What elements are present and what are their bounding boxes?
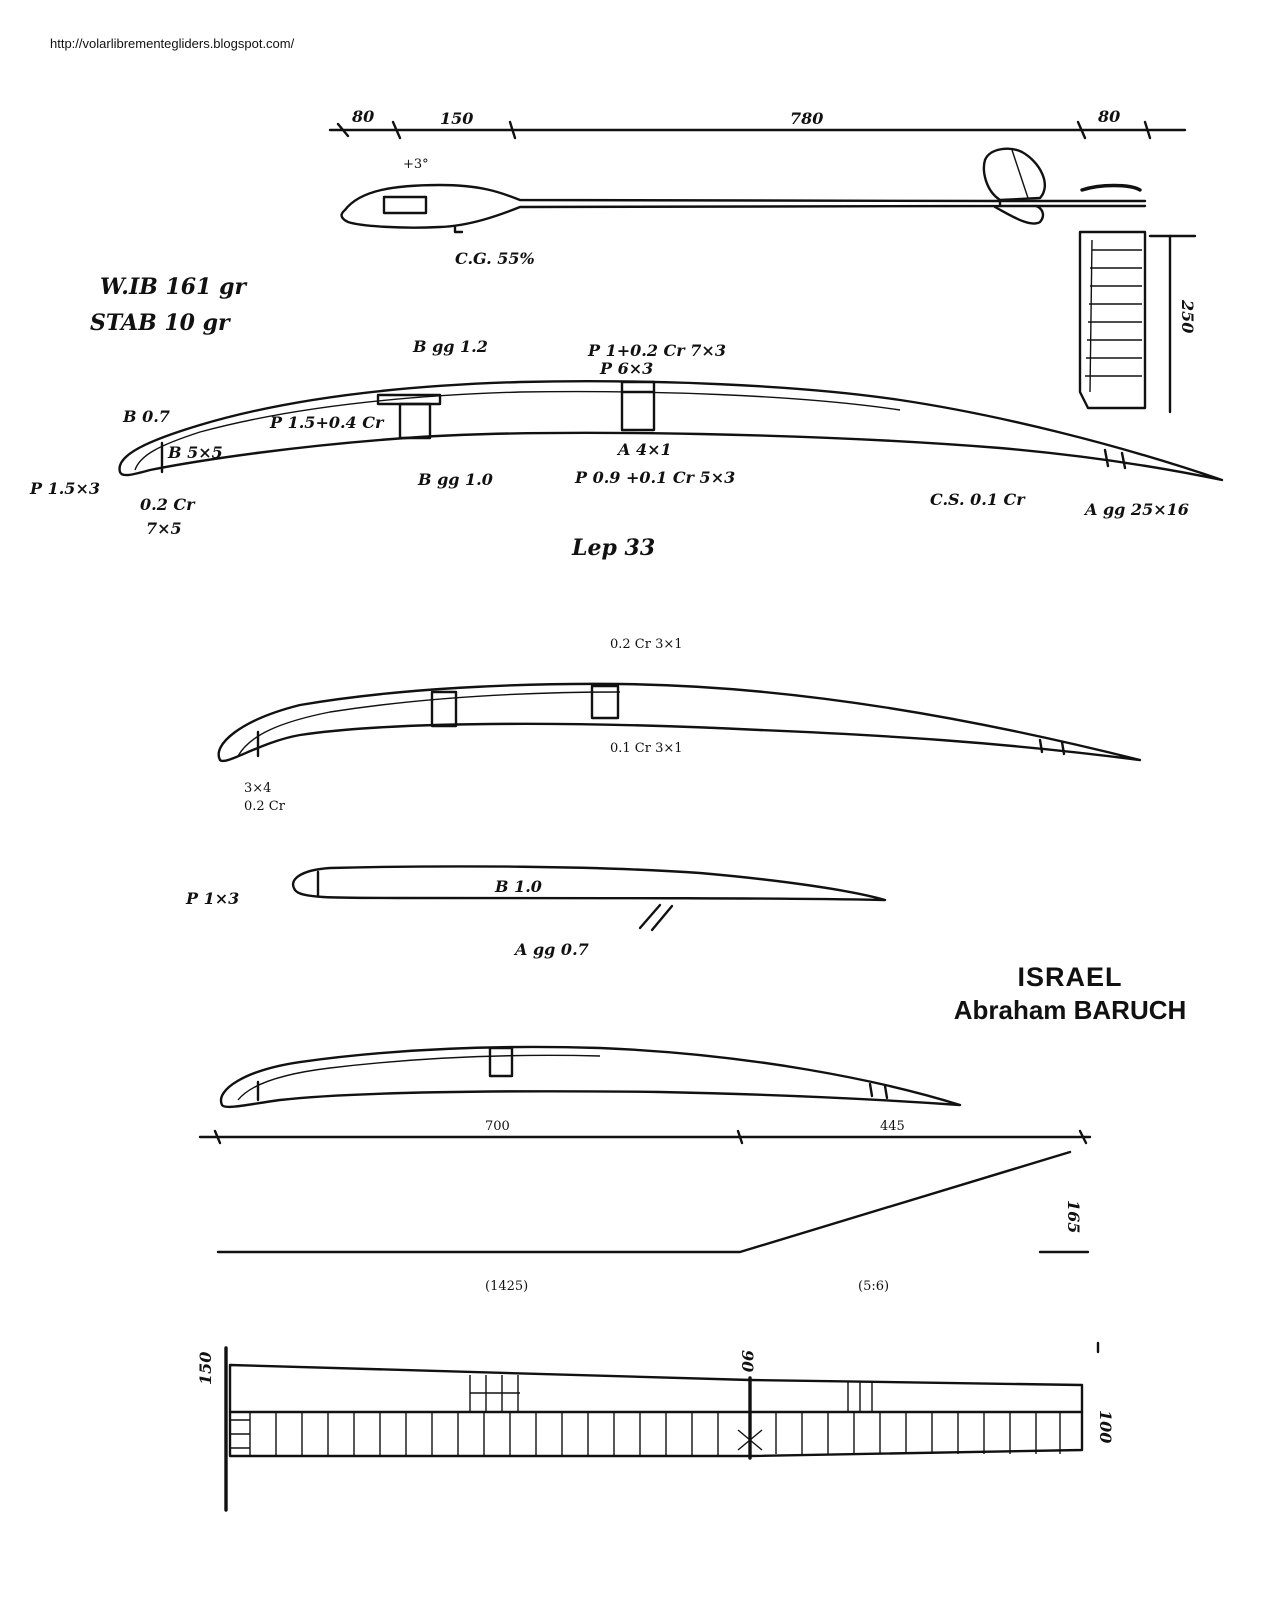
wing-plan-view: 150 100 90 bbox=[196, 1341, 1115, 1512]
label-bottom-cap: 0.1 Cr 3×1 bbox=[610, 741, 683, 756]
stab-weight: STAB 10 gr bbox=[90, 310, 231, 336]
wing-weight: W.IB 161 gr bbox=[100, 274, 247, 300]
label-le-carbon-2: 0.2 Cr bbox=[244, 799, 286, 814]
label-spar-top: P 1+0.2 Cr 7×3 bbox=[587, 341, 726, 360]
dim-nose: 80 bbox=[351, 107, 374, 126]
outer-panel-label: (5:6) bbox=[858, 1279, 889, 1294]
label-le-carbon: 0.2 Cr bbox=[140, 495, 196, 514]
country-label: ISRAEL bbox=[1017, 962, 1123, 992]
stab-span-dim: 250 bbox=[1178, 299, 1197, 333]
joint-dim: 90 bbox=[738, 1350, 757, 1372]
dim-tail: 80 bbox=[1097, 107, 1120, 126]
fuselage-side-view: 80 150 780 80 +3° C.G. 55% bbox=[328, 107, 1187, 268]
weights-notes: W.IB 161 gr STAB 10 gr bbox=[90, 274, 247, 336]
label-web: A 4×1 bbox=[616, 440, 672, 459]
label-le-size-2: 3×4 bbox=[244, 781, 271, 796]
label-profile: Lep 33 bbox=[571, 535, 655, 561]
label-le-sheet: B 0.7 bbox=[122, 407, 170, 426]
tip-chord-dim: 100 bbox=[1096, 1410, 1115, 1443]
dim-inner-span: 700 bbox=[485, 1119, 510, 1134]
dim-boom: 780 bbox=[790, 109, 823, 128]
root-chord-dim: 150 bbox=[196, 1352, 215, 1385]
stab-section: P 1×3 B 1.0 A gg 0.7 bbox=[185, 865, 887, 959]
wing-root-section: B gg 1.2 P 1+0.2 Cr 7×3 P 6×3 B 0.7 P 1.… bbox=[29, 337, 1224, 561]
label-bottom-sheet: B gg 1.0 bbox=[417, 470, 493, 489]
inner-panel-label: (1425) bbox=[485, 1279, 528, 1294]
source-url: http://volarlibrementegliders.blogspot.c… bbox=[50, 36, 295, 51]
stabilizer-plan-view: 250 bbox=[1078, 230, 1197, 414]
label-stab-te: A gg 0.7 bbox=[513, 940, 589, 959]
label-stab-le: P 1×3 bbox=[185, 889, 239, 908]
label-spar-bottom: P 0.9 +0.1 Cr 5×3 bbox=[574, 468, 735, 487]
label-spar-cap: P 6×3 bbox=[599, 359, 653, 378]
wing-front-view: 700 445 165 (1425) (5:6) bbox=[198, 1119, 1092, 1294]
label-te-carbon: C.S. 0.1 Cr bbox=[930, 490, 1026, 509]
designer-name: Abraham BARUCH bbox=[953, 995, 1187, 1025]
label-le-strip: P 1.5×3 bbox=[29, 479, 100, 498]
cg-label: C.G. 55% bbox=[455, 249, 535, 268]
designer-credit: ISRAEL Abraham BARUCH bbox=[930, 962, 1210, 1026]
label-top-cap: 0.2 Cr 3×1 bbox=[610, 637, 683, 652]
wing-mid-section bbox=[219, 1045, 962, 1109]
wing-tip-section: 0.2 Cr 3×1 0.1 Cr 3×1 3×4 0.2 Cr bbox=[217, 637, 1142, 814]
label-le-insert: B 5×5 bbox=[167, 443, 223, 462]
label-te-strip: A gg 25×16 bbox=[1083, 500, 1189, 519]
dim-pod: 150 bbox=[440, 109, 473, 128]
dihedral-height: 165 bbox=[1064, 1200, 1083, 1233]
label-stab-skin: B 1.0 bbox=[494, 877, 542, 896]
label-spar-front: P 1.5+0.4 Cr bbox=[269, 413, 385, 432]
dim-outer-span: 445 bbox=[880, 1119, 905, 1134]
label-top-sheet: B gg 1.2 bbox=[412, 337, 488, 356]
label-le-size: 7×5 bbox=[146, 519, 182, 538]
wing-incidence: +3° bbox=[403, 157, 429, 172]
